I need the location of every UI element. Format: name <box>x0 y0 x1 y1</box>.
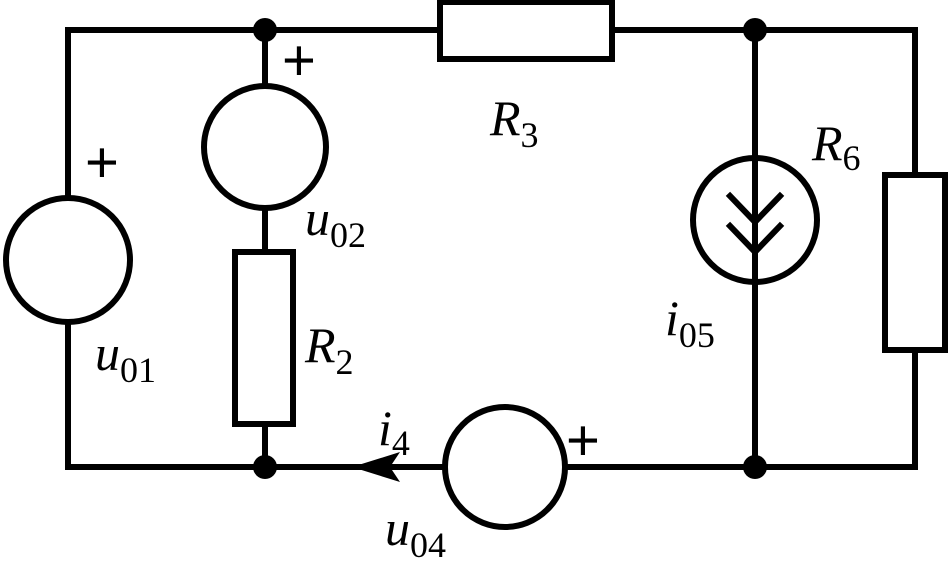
label-u02: u02 <box>305 190 366 255</box>
junction-top-left <box>253 18 277 42</box>
label-u01: u01 <box>95 325 156 390</box>
junction-top-right <box>743 18 767 42</box>
label-u04: u04 <box>385 500 446 565</box>
label-i4: i4 <box>378 400 410 463</box>
label-r3: R3 <box>489 90 539 155</box>
current-source-i05 <box>690 155 820 285</box>
voltage-source-u04 <box>442 404 568 530</box>
resistor-r3 <box>437 0 615 62</box>
label-r2: R2 <box>304 317 354 382</box>
voltage-source-u02 <box>201 83 329 211</box>
junction-bottom-right <box>743 455 767 479</box>
resistor-r2 <box>232 249 296 427</box>
label-i05: i05 <box>665 290 715 355</box>
voltage-source-u01 <box>3 195 133 325</box>
current-arrow-i4 <box>352 452 400 482</box>
plus-sign-u02: + <box>282 28 316 93</box>
resistor-r6 <box>882 172 948 353</box>
label-r6: R6 <box>811 115 861 178</box>
junction-bottom-left <box>253 455 277 479</box>
plus-sign-u04: + <box>566 408 600 473</box>
plus-sign-u01: + <box>85 130 119 195</box>
